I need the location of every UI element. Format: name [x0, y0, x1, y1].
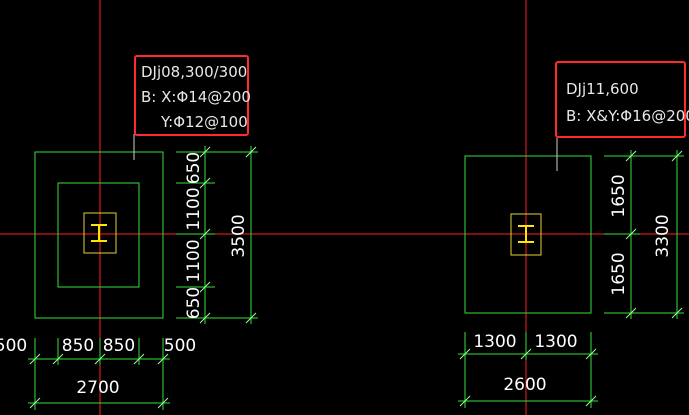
dim-right-v-2: 1650	[609, 252, 629, 295]
label-line-1: DJj11,600	[566, 80, 639, 98]
dim-left-v-4: 650	[184, 287, 204, 319]
dim-left-h-1: 500	[0, 336, 27, 356]
dimension-vertical-left[interactable]	[176, 146, 258, 324]
dimension-horizontal-left[interactable]	[28, 338, 170, 410]
label-line-1: DJj08,300/300	[141, 63, 247, 81]
dim-right-v-total: 3300	[653, 214, 673, 257]
dim-right-h-total: 2600	[503, 375, 546, 395]
dim-left-h-3: 850	[103, 336, 135, 356]
footing-right[interactable]	[464, 155, 592, 314]
footing-left-outer-step[interactable]	[34, 151, 164, 319]
footing-right-outline[interactable]	[464, 155, 592, 314]
footing-right-column[interactable]	[510, 213, 542, 256]
label-line-2: B: X&Y:Φ16@200	[566, 107, 689, 125]
callout-box-left[interactable]	[134, 55, 249, 136]
dimension-vertical-right[interactable]	[604, 150, 684, 319]
dim-left-v-total: 3500	[229, 214, 249, 257]
dim-right-h-2: 1300	[534, 332, 577, 352]
callout-box-right[interactable]	[555, 61, 686, 138]
steel-section-icon	[91, 224, 107, 242]
dim-left-v-1: 650	[184, 152, 204, 184]
dimension-horizontal-right[interactable]	[458, 332, 598, 408]
label-line-2: B: X:Φ14@200	[141, 88, 251, 106]
dim-left-h-2: 850	[62, 336, 94, 356]
footing-left-column[interactable]	[83, 212, 117, 254]
dim-left-v-3: 1100	[184, 239, 204, 282]
dim-right-h-1: 1300	[473, 332, 516, 352]
label-line-3: Y:Φ12@100	[160, 113, 248, 131]
footing-left[interactable]	[34, 151, 164, 319]
dim-left-h-4: 500	[164, 336, 196, 356]
dim-left-v-2: 1100	[184, 187, 204, 230]
dim-right-v-1: 1650	[609, 174, 629, 217]
footing-left-inner-step[interactable]	[57, 182, 140, 288]
dim-left-h-total: 2700	[76, 378, 119, 398]
steel-section-icon	[518, 225, 534, 243]
